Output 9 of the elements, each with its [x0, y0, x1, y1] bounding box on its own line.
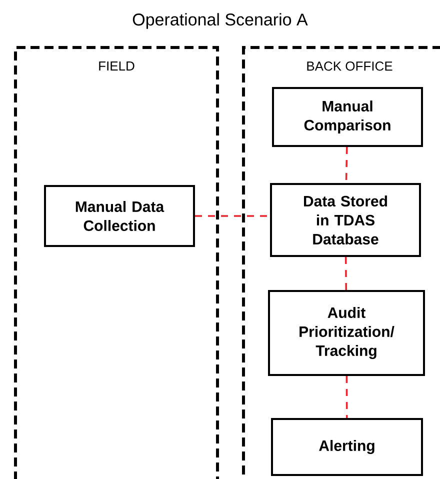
- connector: [195, 215, 270, 217]
- connector: [344, 257, 348, 290]
- title: Operational Scenario A: [132, 13, 308, 29]
- process-box: Alerting: [271, 418, 423, 476]
- process-box: Audit Prioritization/ Tracking: [268, 290, 425, 376]
- process-box: Manual Data Collection: [44, 185, 195, 247]
- process-box: Data Stored in TDAS Database: [270, 183, 421, 257]
- process-box: Manual Comparison: [272, 87, 423, 147]
- connector: [346, 376, 348, 418]
